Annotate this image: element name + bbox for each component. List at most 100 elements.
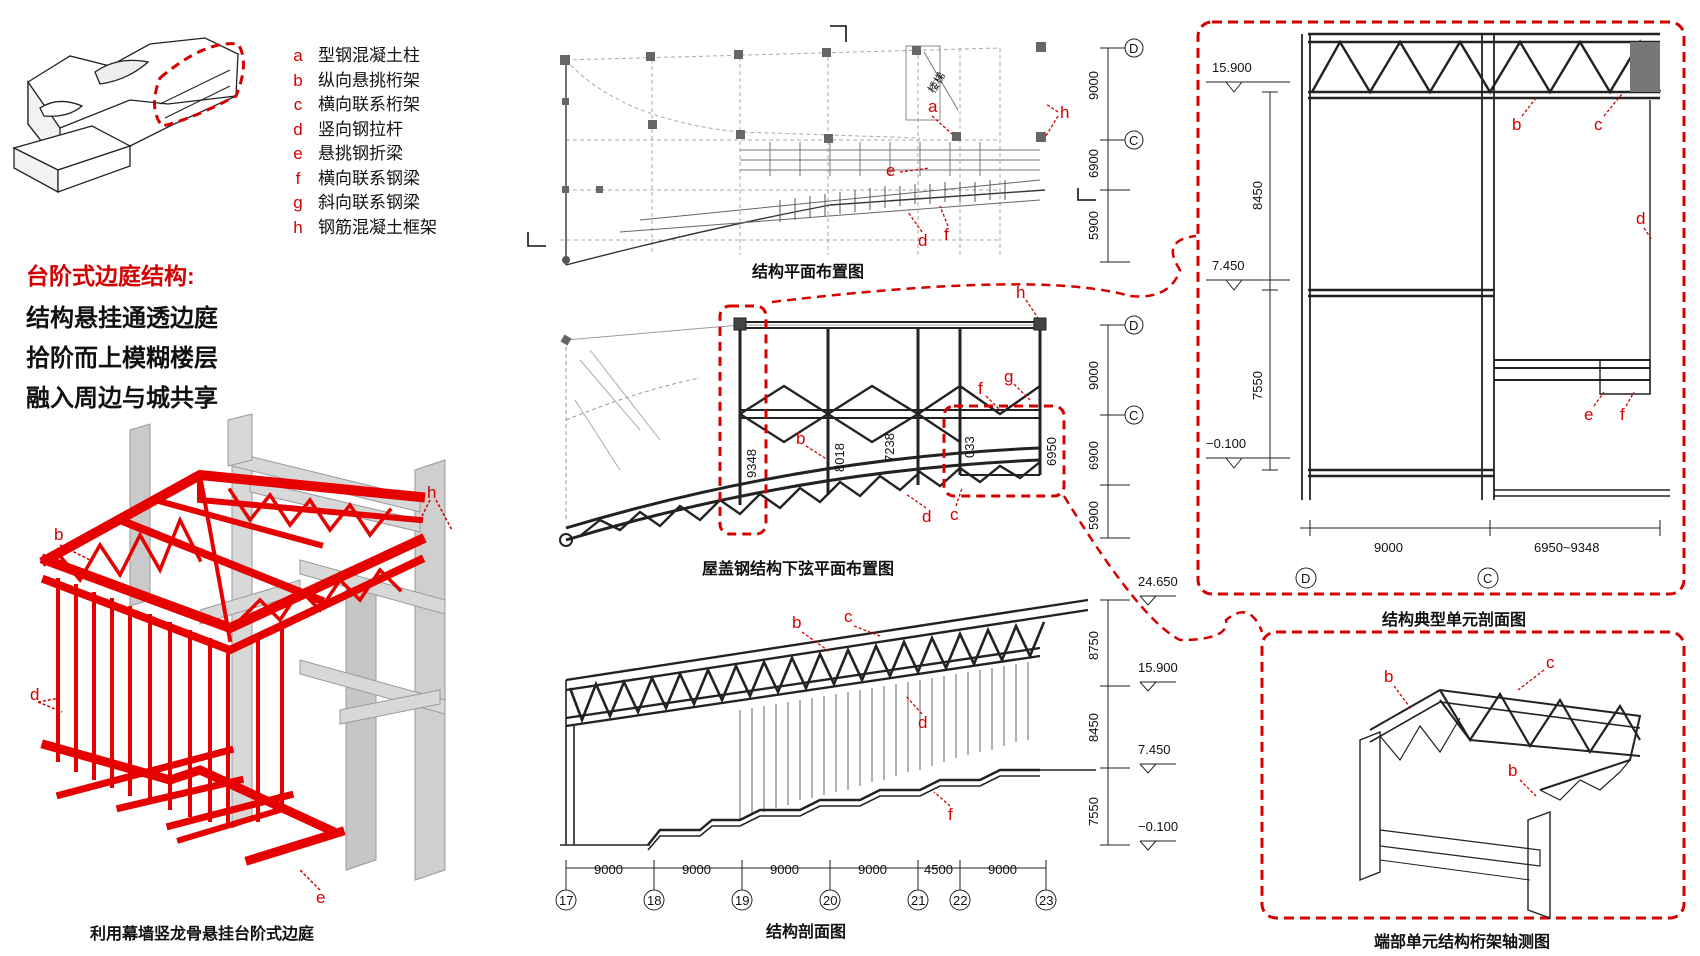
svg-text:D: D xyxy=(1301,571,1310,586)
svg-text:−0.100: −0.100 xyxy=(1206,436,1246,451)
unit-section-frame xyxy=(1196,20,1686,596)
caption-roof: 屋盖钢结构下弦平面布置图 xyxy=(702,561,895,578)
svg-text:b: b xyxy=(54,525,63,544)
svg-text:17: 17 xyxy=(559,893,573,908)
svg-text:g: g xyxy=(1004,367,1013,386)
svg-text:9000: 9000 xyxy=(1086,71,1101,100)
unit-axo-labels: b c b xyxy=(1384,653,1555,797)
section-elevation-markers xyxy=(1139,595,1176,851)
svg-text:9000: 9000 xyxy=(594,862,623,877)
svg-text:b: b xyxy=(1508,761,1517,780)
svg-text:20: 20 xyxy=(823,893,837,908)
iso-steel-structure xyxy=(39,469,427,866)
roof-dimension-lines xyxy=(1100,324,1130,539)
svg-text:6950: 6950 xyxy=(1044,437,1059,466)
plan-dimension-lines xyxy=(1100,47,1130,263)
svg-text:e: e xyxy=(316,888,325,907)
caption-section: 结构剖面图 xyxy=(766,924,847,941)
svg-text:b: b xyxy=(1512,115,1521,134)
section-labels: b c d f xyxy=(792,607,953,824)
slogan-2: 拾阶而上模糊楼层 xyxy=(26,345,218,372)
svg-text:−0.100: −0.100 xyxy=(1138,819,1178,834)
highlight-outline-thumbnail xyxy=(153,42,245,128)
svg-text:7.450: 7.450 xyxy=(1212,258,1245,273)
svg-text:C: C xyxy=(1483,571,1492,586)
unit-axo-frame xyxy=(1260,630,1686,920)
svg-text:23: 23 xyxy=(1039,893,1053,908)
svg-text:f: f xyxy=(944,225,949,244)
svg-text:h: h xyxy=(1016,283,1025,302)
svg-text:h: h xyxy=(427,483,436,502)
iso-labels: b d h e xyxy=(30,483,453,907)
svg-text:8750: 8750 xyxy=(1086,631,1101,660)
svg-text:楼梯: 楼梯 xyxy=(925,70,949,96)
connector-curve-2 xyxy=(1062,495,1264,642)
svg-text:f: f xyxy=(1620,405,1625,424)
svg-text:24.650: 24.650 xyxy=(1138,574,1178,589)
svg-text:15.900: 15.900 xyxy=(1212,60,1252,75)
svg-text:C: C xyxy=(1129,408,1138,423)
svg-text:c: c xyxy=(844,607,853,626)
svg-text:h: h xyxy=(1060,103,1069,122)
svg-text:d: d xyxy=(922,507,931,526)
svg-text:21: 21 xyxy=(911,893,925,908)
svg-text:e: e xyxy=(886,161,895,180)
unit-axis-bubbles xyxy=(1295,567,1499,589)
section-dimension-lines xyxy=(565,599,1130,890)
roof-axis-bubbles: D C xyxy=(1124,315,1144,425)
svg-text:f: f xyxy=(948,805,953,824)
unit-axo-drawing xyxy=(1359,688,1642,919)
svg-text:D: D xyxy=(1129,41,1138,56)
svg-text:18: 18 xyxy=(647,893,661,908)
building-massing-thumbnail xyxy=(12,37,239,194)
svg-text:b: b xyxy=(796,429,805,448)
svg-text:5900: 5900 xyxy=(1086,501,1101,530)
svg-text:c: c xyxy=(1594,115,1603,134)
caption-unit-section: 结构典型单元剖面图 xyxy=(1382,612,1527,629)
svg-text:8450: 8450 xyxy=(1250,181,1265,210)
svg-text:9000: 9000 xyxy=(682,862,711,877)
svg-text:b: b xyxy=(1384,667,1393,686)
caption-unit-axo: 端部单元结构桁架轴测图 xyxy=(1374,934,1551,951)
caption-iso: 利用幕墙竖龙骨悬挂台阶式边庭 xyxy=(90,926,315,943)
structural-plan: 楼梯 xyxy=(527,25,1096,266)
svg-text:7.450: 7.450 xyxy=(1138,742,1171,757)
svg-text:7550: 7550 xyxy=(1086,797,1101,826)
svg-text:f: f xyxy=(978,379,983,398)
structural-section xyxy=(560,598,1096,851)
svg-text:8018: 8018 xyxy=(832,443,847,472)
section-heading: 台阶式边庭结构: xyxy=(26,263,195,289)
roof-highlight-boxes xyxy=(718,304,1066,536)
svg-text:22: 22 xyxy=(953,893,967,908)
svg-text:8450: 8450 xyxy=(1086,713,1101,742)
svg-text:c: c xyxy=(950,505,959,524)
svg-text:033: 033 xyxy=(962,436,977,458)
svg-text:9348: 9348 xyxy=(744,449,759,478)
svg-text:d: d xyxy=(1636,209,1645,228)
svg-text:D: D xyxy=(1129,318,1138,333)
svg-text:e: e xyxy=(1584,405,1593,424)
unit-section-labels: b c d e f xyxy=(1512,93,1653,424)
connector-curve-1 xyxy=(771,234,1197,304)
svg-text:d: d xyxy=(30,685,39,704)
svg-text:C: C xyxy=(1129,133,1138,148)
svg-text:15.900: 15.900 xyxy=(1138,660,1178,675)
svg-text:4500: 4500 xyxy=(924,862,953,877)
plan-labels: a h e d f xyxy=(886,97,1069,250)
svg-text:19: 19 xyxy=(735,893,749,908)
svg-text:9000: 9000 xyxy=(988,862,1017,877)
plan-axis-bubbles: D C xyxy=(1124,38,1144,150)
svg-text:c: c xyxy=(1546,653,1555,672)
svg-text:6900: 6900 xyxy=(1086,441,1101,470)
svg-text:9000: 9000 xyxy=(1086,361,1101,390)
unit-section-drawing xyxy=(1300,32,1670,536)
